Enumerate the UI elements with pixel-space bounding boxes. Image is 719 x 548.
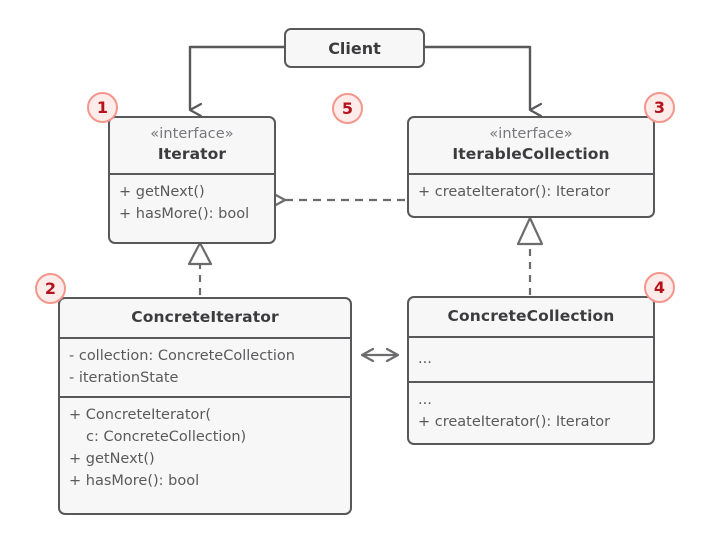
concreteiterator-method-0: + ConcreteIterator( [69,407,211,423]
step-badge-1[interactable]: 1 [87,92,118,123]
concreteiterator-fields: - collection: ConcreteCollection - itera… [60,337,350,396]
step-badge-5[interactable]: 5 [332,93,363,124]
iterablecollection-class-name: IterableCollection [452,145,610,163]
step-badge-2[interactable]: 2 [35,273,66,304]
iterablecollection-methods: + createIterator(): Iterator [409,173,653,210]
iterablecollection-stereotype: «interface» [489,126,573,142]
connector-concretecollection-realizes-iterablecollection [516,216,544,295]
step-badge-4[interactable]: 4 [644,272,675,303]
class-box-concretecollection[interactable]: ConcreteCollection ... ... + createItera… [407,296,655,445]
concreteiterator-field-1: - iterationState [69,370,179,386]
iterator-stereotype: «interface» [150,126,234,142]
iterator-method-1: + hasMore(): bool [119,206,250,222]
concreteiterator-class-name: ConcreteIterator [131,308,279,326]
concreteiterator-method-3: + hasMore(): bool [69,473,200,489]
class-box-concreteiterator[interactable]: ConcreteIterator - collection: ConcreteC… [58,297,352,515]
concreteiterator-method-1: c: ConcreteCollection) [86,429,247,445]
iterator-header: «interface» Iterator [110,118,274,173]
iterablecollection-method-0: + createIterator(): Iterator [418,184,611,200]
class-box-client[interactable]: Client [284,28,425,68]
iterator-class-name: Iterator [157,145,227,163]
step-badge-3[interactable]: 3 [644,92,675,123]
concretecollection-fields: ... [409,336,653,381]
client-header: Client [286,30,423,66]
class-box-iterablecollection[interactable]: «interface» IterableCollection + createI… [407,116,655,218]
concreteiterator-method-2: + getNext() [69,451,155,467]
connector-concreteiterator-realizes-iterator [187,241,213,295]
concretecollection-field-0: ... [418,351,432,367]
client-class-name: Client [328,39,381,58]
iterator-method-0: + getNext() [119,184,205,200]
concreteiterator-methods: + ConcreteIterator( c: ConcreteCollectio… [60,396,350,499]
connector-client-to-iterablecollection [425,45,543,118]
concretecollection-class-name: ConcreteCollection [447,307,615,325]
concreteiterator-header: ConcreteIterator [60,299,350,337]
iterator-methods: + getNext() + hasMore(): bool [110,173,274,232]
iterablecollection-header: «interface» IterableCollection [409,118,653,173]
concretecollection-method-1: + createIterator(): Iterator [418,414,611,430]
concretecollection-method-0: ... [418,392,432,408]
concretecollection-methods: ... + createIterator(): Iterator [409,381,653,440]
connector-client-to-iterator [188,45,284,118]
concreteiterator-field-0: - collection: ConcreteCollection [69,348,295,364]
concretecollection-header: ConcreteCollection [409,298,653,336]
class-box-iterator[interactable]: «interface» Iterator + getNext() + hasMo… [108,116,276,244]
